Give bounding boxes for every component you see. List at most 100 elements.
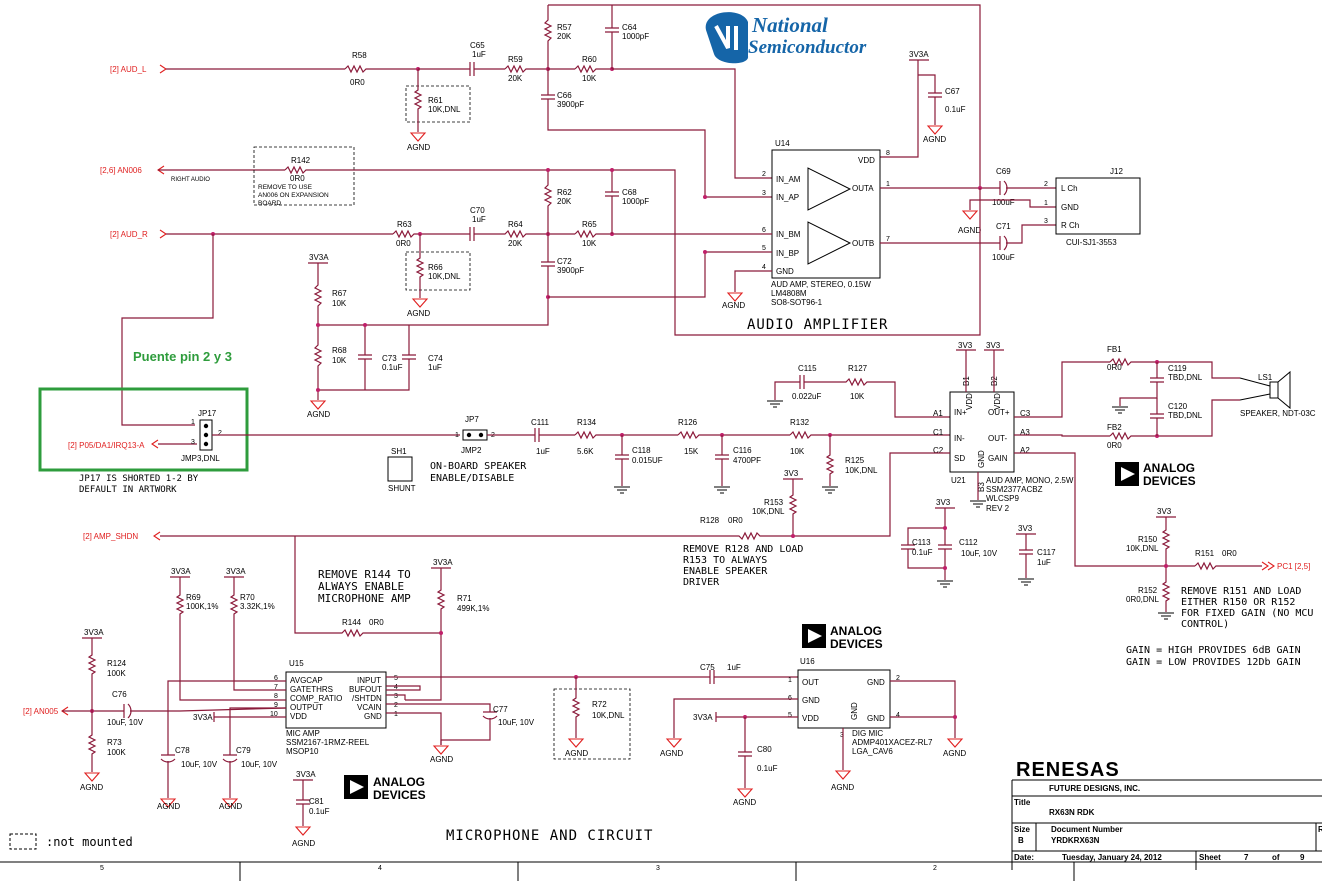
u15-desc3: MSOP10 — [286, 747, 319, 756]
u21-desc4: REV 2 — [986, 504, 1010, 513]
u21-3v3-1: 3V3 — [958, 341, 973, 350]
r151-ref: R151 — [1195, 549, 1215, 558]
r60-ref: R60 — [582, 55, 597, 64]
r128-value: 0R0 — [728, 516, 743, 525]
svg-text:4: 4 — [394, 684, 398, 691]
r125-ref: R125 — [845, 456, 865, 465]
u21-pin-gain: GAIN — [988, 454, 1008, 463]
svg-text:2: 2 — [896, 675, 900, 682]
r124-value: 100K — [107, 669, 126, 678]
svg-text:3: 3 — [762, 190, 766, 197]
mic-amp-section: R144 0R0 REMOVE R144 TO ALWAYS ENABLE MI… — [23, 536, 710, 848]
svg-text:1: 1 — [788, 677, 792, 684]
border-zone-bar: 5 4 3 2 — [0, 861, 1322, 881]
u16-pin-gnd4: GND — [850, 702, 859, 720]
power-3v3a: 3V3A — [909, 50, 929, 59]
audio-amp-title: AUDIO AMPLIFIER — [747, 317, 888, 333]
ad-mid-2: DEVICES — [830, 637, 883, 651]
bridge-annotation: Puente pin 2 y 3 — [38, 349, 249, 472]
of-label: of — [1272, 853, 1280, 862]
u14-desc3: SO8-SOT96-1 — [771, 298, 823, 307]
c116-value: 4700PF — [733, 456, 761, 465]
r72-ref: R72 — [592, 700, 607, 709]
svg-text:5: 5 — [762, 245, 766, 252]
svg-text:10: 10 — [270, 711, 278, 718]
svg-text:1: 1 — [394, 711, 398, 718]
c75-value: 1uF — [727, 663, 741, 672]
r58-ref: R58 — [352, 51, 367, 60]
u21-pin-outm: OUT- — [988, 434, 1007, 443]
u14-pin-in-ap: IN_AP — [776, 193, 799, 202]
fb2-ref: FB2 — [1107, 423, 1122, 432]
r69-value: 100K,1% — [186, 602, 218, 611]
net-amp-shdn: [2] AMP_SHDN — [83, 532, 138, 541]
jp17-jumper: [2] P05/DA1/IRQ13-A JP17 JMP3,DNL 1 3 2 … — [68, 409, 460, 495]
c78-value: 10uF, 10V — [181, 760, 218, 769]
r142-ref: R142 — [291, 156, 311, 165]
c70-value: 1uF — [472, 215, 486, 224]
c113-ref: C113 — [912, 538, 931, 547]
r70-ref: R70 — [240, 593, 255, 602]
r67-value: 10K — [332, 299, 347, 308]
r151-note2: EITHER R150 OR R152 — [1181, 597, 1295, 608]
u15-vdd-3v3a: 3V3A — [193, 713, 213, 722]
c81-ref: C81 — [309, 797, 324, 806]
u15-pin-gnd: GND — [364, 712, 382, 721]
u21-pin-gnd: GND — [977, 450, 986, 468]
u21-desc3: WLCSP9 — [986, 494, 1019, 503]
onboard-note1: ON-BOARD SPEAKER — [430, 461, 527, 472]
r68-ref: R68 — [332, 346, 347, 355]
left-channel-input: [2] AUD_L R58 0R0 C65 1uF R59 20K R60 10… — [110, 4, 981, 199]
r124-ref: R124 — [107, 659, 127, 668]
c69-value: 100uF — [992, 198, 1015, 207]
r69-ref: R69 — [186, 593, 201, 602]
r134-ref: R134 — [577, 418, 597, 427]
c113-value: 0.1uF — [912, 548, 933, 557]
u21-desc1: AUD AMP, MONO, 2.5W — [986, 476, 1074, 485]
r128-note4: DRIVER — [683, 577, 720, 588]
r126-value: 15K — [684, 447, 699, 456]
right-audio-label: RIGHT AUDIO — [171, 177, 210, 183]
fb1-value: 0R0 — [1107, 363, 1122, 372]
u14-pin-outa: OUTA — [852, 184, 874, 193]
net-aud-r: [2] AUD_R — [110, 230, 148, 239]
r150-ref: R150 — [1138, 535, 1158, 544]
r58-value: 0R0 — [350, 78, 365, 87]
r73-ref: R73 — [107, 738, 122, 747]
company: FUTURE DESIGNS, INC. — [1049, 784, 1140, 793]
zone-2: 2 — [933, 865, 937, 872]
size-value: B — [1018, 836, 1024, 845]
u21-pin-inm: IN- — [954, 434, 965, 443]
r70-3v3a: 3V3A — [226, 567, 246, 576]
net-an005: [2] AN005 — [23, 707, 59, 716]
ad-right-2: DEVICES — [1143, 474, 1196, 488]
r150-3v3: 3V3 — [1157, 507, 1172, 516]
svg-text:4: 4 — [896, 712, 900, 719]
u15-pin-output: OUTPUT — [290, 703, 323, 712]
u21-desc2: SSM2377ACBZ — [986, 485, 1043, 494]
r128-note3: ENABLE SPEAKER — [683, 566, 768, 577]
rev-label: R — [1318, 825, 1322, 834]
agnd-label: AGND — [407, 143, 430, 152]
r62-value: 20K — [557, 197, 572, 206]
sh1-ref: SH1 — [391, 447, 407, 456]
svg-text:1: 1 — [1044, 200, 1048, 207]
u21-ball-a2: A2 — [1020, 446, 1030, 455]
jp17-value: JMP3,DNL — [181, 454, 220, 463]
u21-3v3-2: 3V3 — [986, 341, 1001, 350]
u16-desc3: LGA_CAV6 — [852, 747, 893, 756]
c79-ref: C79 — [236, 746, 251, 755]
u21-ball-c1: C1 — [933, 428, 944, 437]
svg-text:8: 8 — [274, 693, 278, 700]
c117-3v3: 3V3 — [1018, 524, 1033, 533]
r72-value: 10K,DNL — [592, 711, 625, 720]
ns-line2: Semiconductor — [748, 37, 867, 58]
u21-pin-inp: IN+ — [954, 408, 967, 417]
svg-text:4: 4 — [762, 264, 766, 271]
ad-bottom-2: DEVICES — [373, 788, 426, 802]
c116-ref: C116 — [733, 446, 752, 455]
c72-ref: C72 — [557, 257, 572, 266]
c117-value: 1uF — [1037, 558, 1051, 567]
net-aud-l: [2] AUD_L — [110, 65, 147, 74]
c117-ref: C117 — [1037, 548, 1056, 557]
